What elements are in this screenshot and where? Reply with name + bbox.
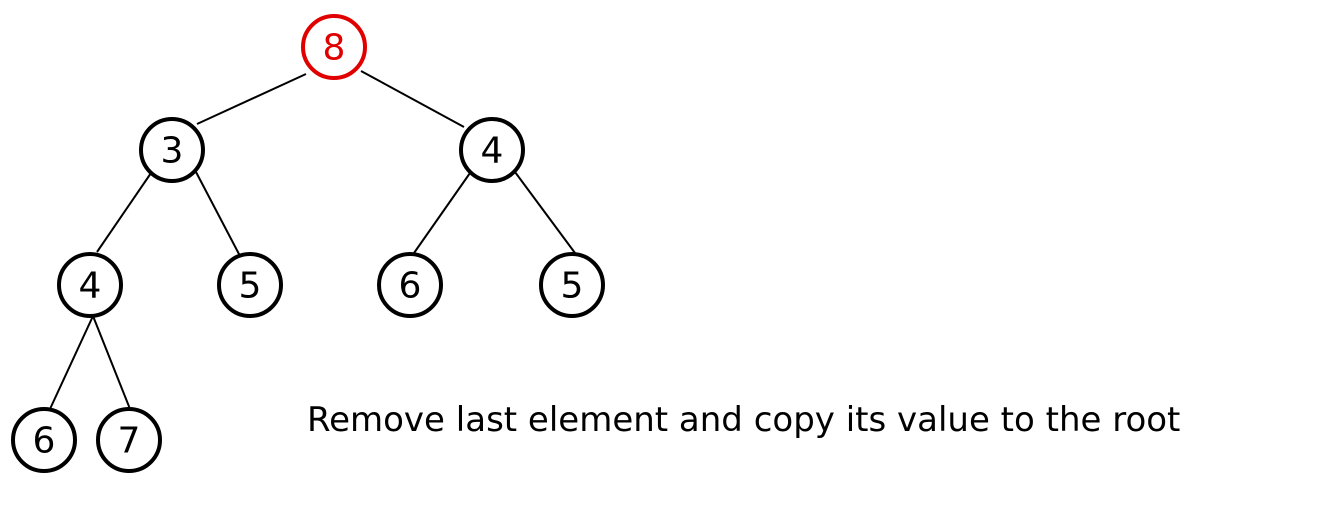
caption-text: Remove last element and copy its value t… [307,400,1181,440]
tree-node: 5 [217,252,283,318]
edge-n2-n5 [413,172,471,254]
node-circle [11,407,77,473]
node-circle [96,407,162,473]
edge-root-n1 [196,73,307,125]
node-circle [377,252,443,318]
tree-node: 7 [96,407,162,473]
tree-node: 3 [139,117,205,183]
root-node: 8 [301,14,367,80]
edge-n1-n4 [195,171,241,257]
tree-node: 4 [459,117,525,183]
edge-root-n2 [360,70,465,128]
edge-n3-n8 [92,315,131,410]
node-circle [139,117,205,183]
node-value: 8 [323,28,346,69]
tree-node: 6 [11,407,77,473]
node-value: 5 [561,266,584,307]
node-circle [217,252,283,318]
edge-n1-n3 [96,172,152,253]
node-value: 4 [481,131,504,172]
node-value: 6 [33,421,56,462]
tree-node: 4 [57,252,123,318]
node-value: 7 [118,421,141,462]
node-value: 6 [399,266,422,307]
node-value: 4 [79,266,102,307]
edge-n2-n6 [514,171,576,254]
node-value: 3 [161,131,184,172]
tree-node: 6 [377,252,443,318]
node-circle [301,14,367,80]
node-circle [57,252,123,318]
tree-edges [49,70,576,410]
tree-node: 5 [539,252,605,318]
node-value: 5 [239,266,262,307]
node-circle [539,252,605,318]
tree-nodes: 8 3 4 4 5 6 5 6 7 [11,14,605,473]
edge-n3-n7 [49,315,94,410]
node-circle [459,117,525,183]
